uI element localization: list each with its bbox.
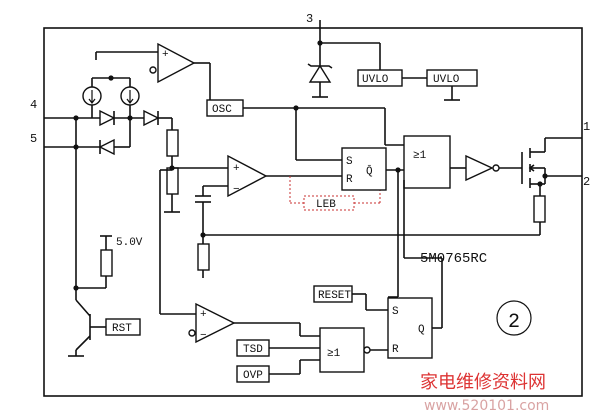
figure-number-circle bbox=[496, 300, 532, 336]
pwm-comparator: + − bbox=[169, 154, 268, 198]
latch-bottom bbox=[387, 297, 433, 359]
osc-label: OSC bbox=[212, 104, 232, 116]
gate-driver bbox=[465, 154, 522, 182]
svg-text:−: − bbox=[233, 184, 240, 196]
watermark-cn: 家电维修资料网 bbox=[420, 372, 546, 393]
sense-capacitor bbox=[195, 186, 211, 278]
ic-boundary bbox=[43, 27, 583, 397]
svg-text:2: 2 bbox=[508, 311, 520, 334]
latch-top-q: Q̄ bbox=[366, 165, 373, 178]
svg-text:+: + bbox=[233, 163, 240, 175]
voltage-label: 5.0V bbox=[116, 237, 143, 249]
or-gate-top bbox=[403, 135, 451, 189]
ovp-label: OVP bbox=[243, 370, 263, 382]
vcc-zener bbox=[307, 20, 381, 98]
resistor-r2 bbox=[166, 167, 179, 195]
watermark-url: www.520101.com bbox=[424, 398, 549, 414]
svg-text:+: + bbox=[162, 49, 169, 61]
or-gate-bottom bbox=[319, 327, 365, 373]
part-number: 5M0765RC bbox=[420, 251, 487, 267]
tsd-label: TSD bbox=[243, 344, 263, 356]
uvlo-label-1: UVLO bbox=[362, 74, 389, 86]
sense-resistor bbox=[533, 195, 546, 223]
svg-text:−: − bbox=[200, 330, 207, 342]
pin-1-label: 1 bbox=[583, 120, 590, 134]
power-mosfet bbox=[521, 137, 582, 188]
latch-top-s: S bbox=[346, 156, 353, 168]
svg-text:+: + bbox=[200, 309, 207, 321]
rst-label: RST bbox=[112, 323, 132, 335]
resistor-r1 bbox=[166, 129, 179, 157]
latch-bottom-q: Q bbox=[418, 324, 425, 336]
or-gate-top-label: ≥1 bbox=[413, 150, 427, 162]
or-gate-bottom-label: ≥1 bbox=[327, 348, 341, 360]
pin-2-label: 2 bbox=[583, 175, 590, 189]
pin-4-label: 4 bbox=[30, 98, 37, 112]
protection-comparator: + − bbox=[159, 169, 236, 344]
pullup-resistor bbox=[100, 249, 113, 277]
latch-bottom-r: R bbox=[392, 344, 399, 356]
rst-block bbox=[105, 318, 141, 336]
latch-top-r: R bbox=[346, 174, 353, 186]
leb-label: LEB bbox=[316, 199, 336, 211]
latch-top bbox=[341, 147, 387, 191]
current-sources bbox=[82, 77, 140, 106]
pin-3-label: 3 bbox=[306, 12, 313, 26]
uvlo-label-2: UVLO bbox=[433, 74, 460, 86]
pin-5-label: 5 bbox=[30, 132, 37, 146]
reset-transistor bbox=[68, 299, 106, 357]
reset-label: RESET bbox=[318, 290, 351, 302]
top-comparator: + bbox=[96, 42, 211, 108]
latch-bottom-s: S bbox=[392, 306, 399, 318]
